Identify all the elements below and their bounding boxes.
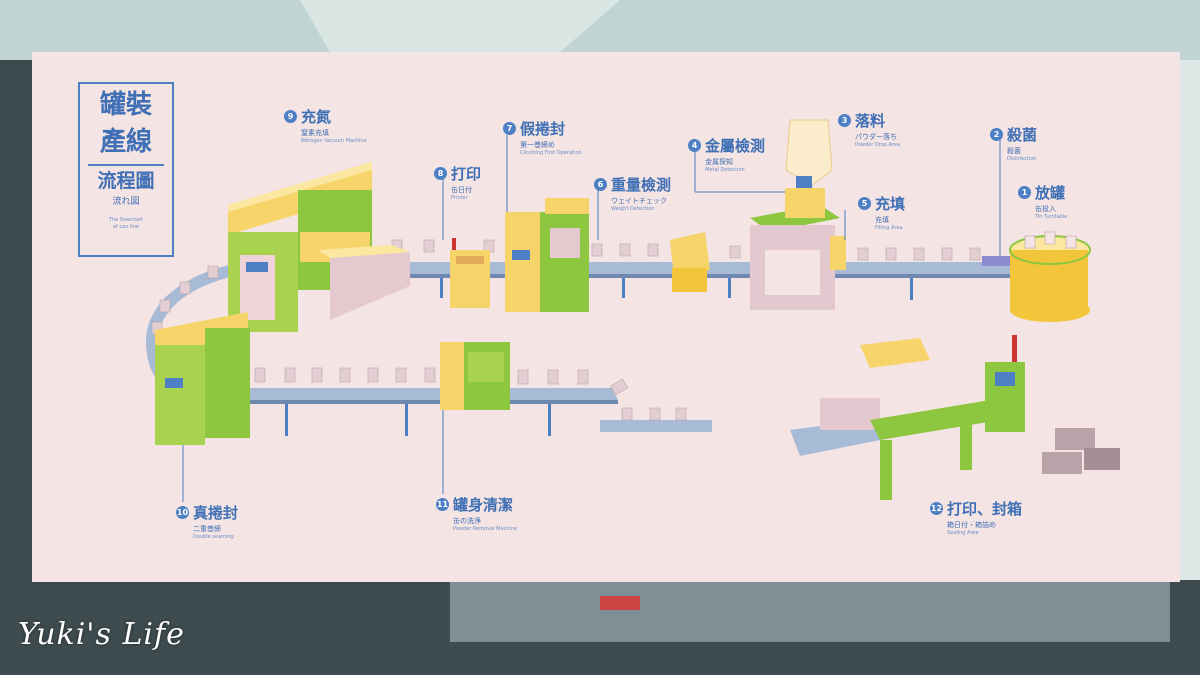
step-en: Tin Turntable [1035,214,1068,220]
step-number-badge: 4 [688,139,701,152]
step-3-label: 3 落料 パウダー落ち Powder Drop Area [838,110,900,148]
step-number-badge: 7 [503,122,516,135]
step-name: 放罐 [1035,184,1066,202]
step-en: Disinfection [1007,156,1037,162]
step-number-badge: 1 [1018,186,1031,199]
title-jp: 流れ図 [112,197,140,207]
step-name: 重量檢測 [611,176,672,194]
step-jp: 第一巻締め [520,141,555,149]
title-en-2: of can line [112,224,139,230]
machine-turntable [982,231,1091,322]
step-en: Printer [451,195,468,201]
step-name: 打印 [451,165,482,183]
step-number-badge: 3 [838,114,851,127]
step-en: Metal Detection [705,167,745,173]
step-name: 假捲封 [520,120,566,138]
step-11-label: 11 罐身清潔 缶の洗浄 Powder Removal Machine [436,494,517,532]
machine-clinching [505,198,589,312]
step-7-label: 7 假捲封 第一巻締め Clinching First Operation [503,118,582,156]
step-jp: パウダー落ち [855,133,897,141]
step-jp: 充填 [875,216,889,224]
step-number-badge: 5 [858,197,871,210]
diagram-title-box: 罐裝 產線 流程圖 流れ図 The flowchart of can line [78,82,174,257]
step-name: 真捲封 [193,504,239,522]
step-number-badge: 6 [594,178,607,191]
step-name: 充填 [875,195,906,213]
step-6-label: 6 重量檢測 ウェイトチェック Weight Detection [594,174,671,212]
step-name: 打印、封箱 [947,500,1023,518]
step-jp: 箱日付・箱詰め [947,521,996,529]
step-name: 殺菌 [1007,126,1038,144]
step-10-label: 10 真捲封 二重巻締 Double seaming [176,502,238,540]
step-number-badge: 12 [930,502,943,515]
step-jp: 金属探知 [705,158,733,166]
step-en: Double seaming [193,534,234,540]
lower-conveyor [215,367,712,436]
step-name: 落料 [855,112,886,130]
step-en: Clinching First Operation [520,150,582,156]
machine-filling [750,119,846,310]
step-2-label: 2 殺菌 殺菌 Disinfection [990,124,1037,162]
step-en: Sealing Area [947,530,979,536]
step-en: Nitrogen Vacuum Machine [301,138,367,144]
step-number-badge: 11 [436,498,449,511]
title-main-line-2: 產線 [99,127,152,157]
machine-printer [450,238,490,308]
step-number-badge: 10 [176,506,189,519]
step-jp: 缶投入 [1035,205,1056,213]
step-jp: 缶日付 [451,186,472,194]
title-en-1: The flowchart [108,217,144,223]
step-en: Powder Drop Area [855,142,901,148]
step-number-badge: 9 [284,110,297,123]
machine-sealing [790,335,1120,500]
step-9-label: 9 充氮 窒素充填 Nitrogen Vacuum Machine [284,106,367,144]
machine-cleaning [440,342,510,410]
machine-nitrogen [228,162,410,332]
step-en: Powder Removal Machine [453,526,518,532]
step-jp: 窒素充填 [301,129,329,137]
step-name: 充氮 [301,108,332,126]
leader-lines [182,135,1001,502]
step-number-badge: 8 [434,167,447,180]
step-4-label: 4 金屬檢測 金属探知 Metal Detection [688,135,765,173]
step-name: 罐身清潔 [453,496,514,514]
step-12-label: 12 打印、封箱 箱日付・箱詰め Sealing Area [930,498,1022,536]
step-5-label: 5 充填 充填 Filling Area [858,193,905,231]
step-en: Filling Area [875,225,903,231]
step-jp: ウェイトチェック [611,197,667,205]
machine-double-seaming [155,312,250,445]
step-jp: 殺菌 [1007,147,1021,155]
title-sub: 流程圖 [97,170,155,192]
title-divider [88,164,164,166]
step-jp: 二重巻締 [193,525,221,533]
step-1-label: 1 放罐 缶投入 Tin Turntable [1018,182,1067,220]
title-main-line-1: 罐裝 [99,90,152,120]
step-8-label: 8 打印 缶日付 Printer [434,163,481,201]
step-jp: 缶の洗浄 [453,517,481,525]
watermark-text: Yuki's Life [18,617,185,652]
machine-weight [670,232,710,292]
step-name: 金屬檢測 [705,137,766,155]
step-en: Weight Detection [611,206,655,212]
step-number-badge: 2 [990,128,1003,141]
